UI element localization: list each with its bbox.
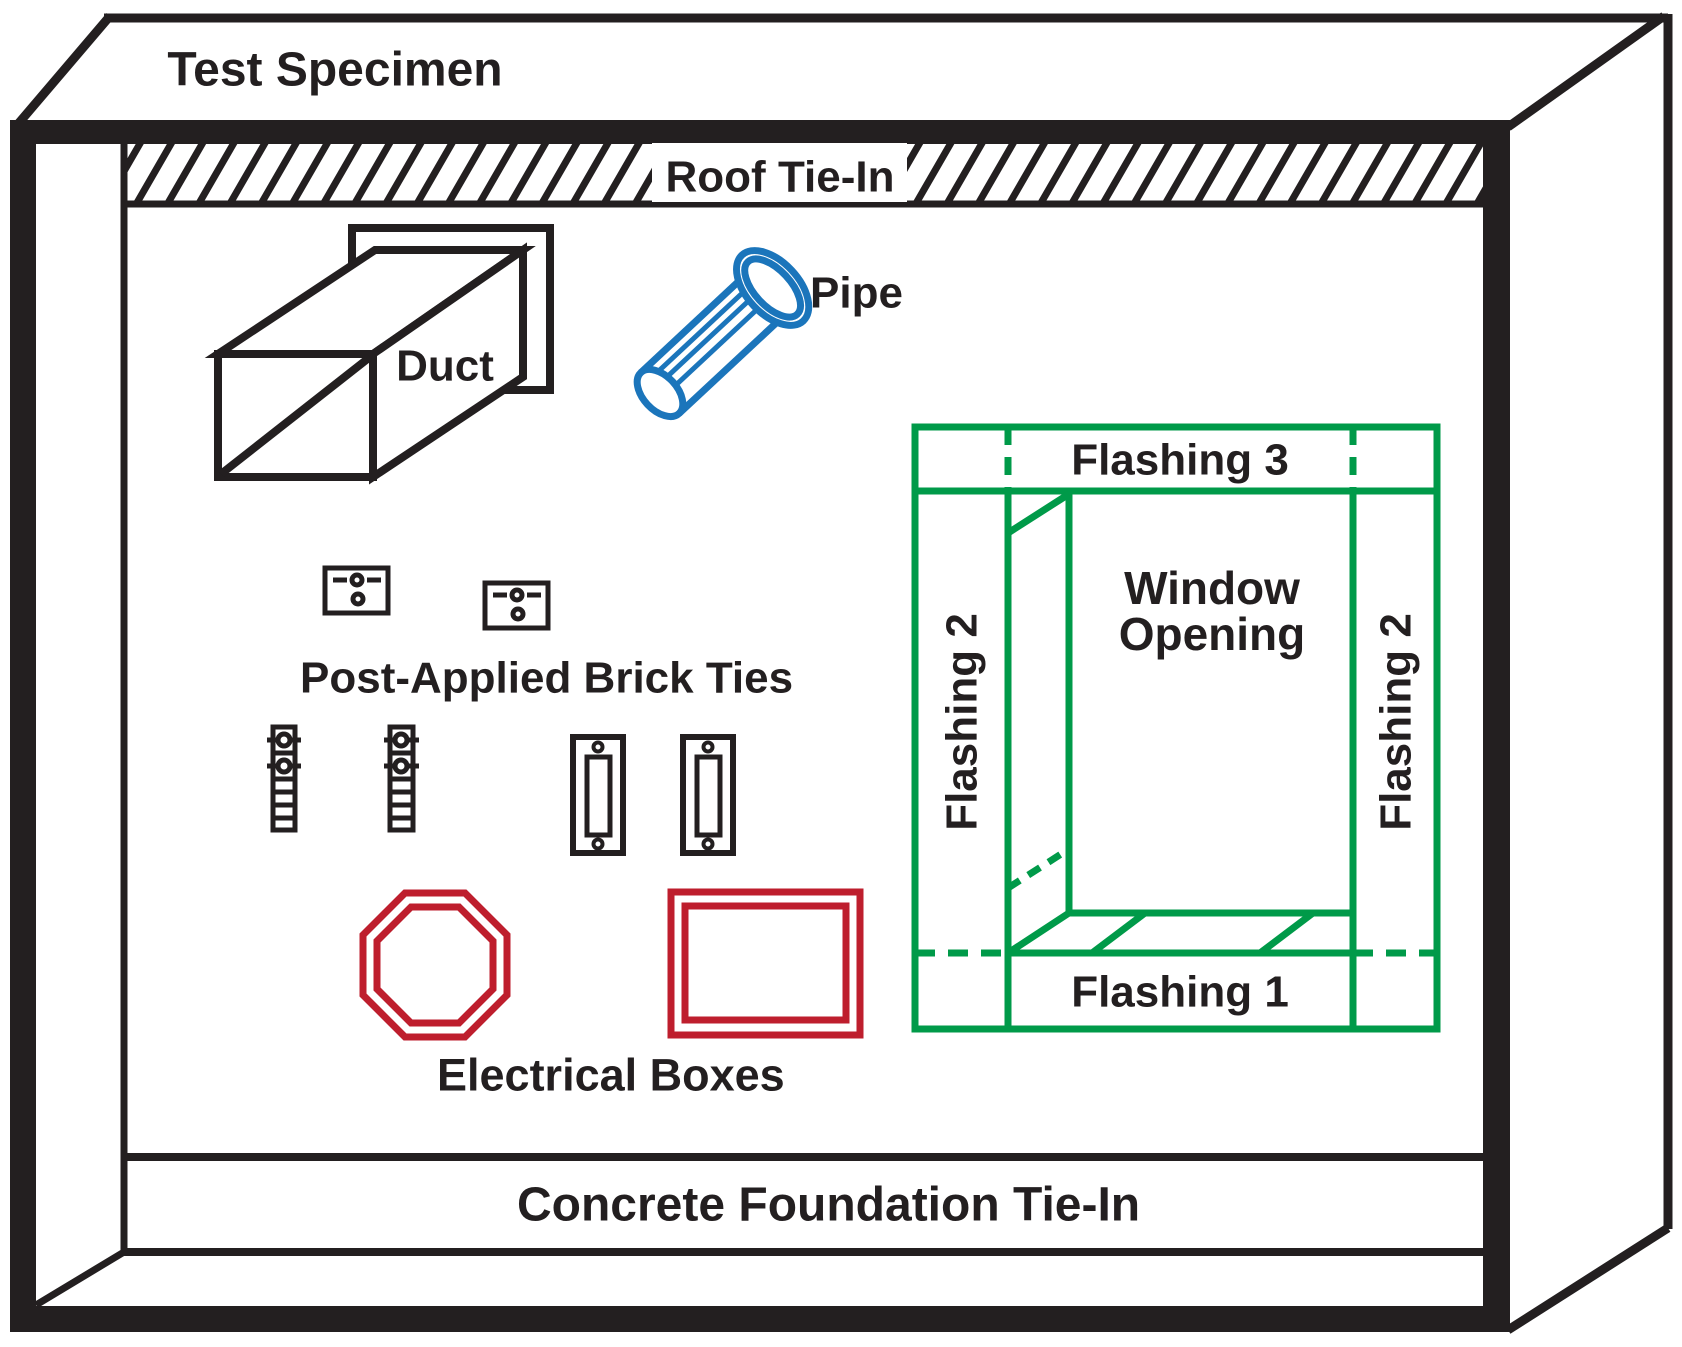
plate-tie-1-hole-bottom	[350, 591, 366, 607]
window-flashing-group	[911, 423, 1441, 1033]
pipe-top-edge	[638, 266, 755, 376]
electrical-boxes-group	[359, 888, 864, 1041]
slot-tie-2-slot	[694, 754, 723, 838]
brick-ties-group	[267, 565, 736, 856]
specimen-box-outline	[14, 12, 1673, 1334]
wall-bottom-left-diagonal	[34, 1249, 126, 1308]
slot-tie-2-hole-top	[701, 740, 715, 754]
flashing-3-label: Flashing 3	[1071, 436, 1289, 485]
box-top-right-diagonal	[1505, 12, 1667, 131]
frame-bar-top	[10, 120, 1510, 144]
rect-box-inner	[681, 902, 850, 1024]
duct-label: Duct	[396, 342, 494, 391]
slot-tie-2	[680, 734, 736, 856]
plate-tie-2	[482, 580, 551, 631]
ladder-tie-1	[267, 724, 301, 833]
slot-tie-1	[570, 734, 626, 856]
plate-tie-1	[322, 565, 391, 616]
flashing-2-right-label: Flashing 2	[1372, 613, 1421, 831]
window-opening-label-line1: Window	[1124, 562, 1300, 614]
plate-tie-1-hole-top	[349, 572, 365, 588]
ladder-tie-2-hole-2	[392, 757, 410, 775]
interior-lines	[34, 144, 1483, 1308]
slot-tie-1-slot	[584, 754, 613, 838]
duct-front-diagonal	[218, 353, 373, 478]
sill-mid-diagonal-1	[1089, 910, 1148, 956]
pipe-flange-outer	[733, 247, 813, 329]
pipe-rib-line-1	[648, 276, 760, 381]
frame-bar-bottom	[10, 1306, 1510, 1332]
jamb-top-diagonal	[1006, 491, 1071, 536]
octagon-box-inner	[373, 903, 497, 1027]
roof-tie-in-label: Roof Tie-In	[666, 153, 895, 202]
slot-tie-1-hole-bottom	[591, 837, 605, 851]
frame-bar-right	[1483, 120, 1510, 1332]
pipe-end-cap	[633, 365, 687, 421]
page-title: Test Specimen	[167, 44, 502, 97]
flashing-outer-frame	[911, 423, 1441, 1033]
front-frame-bars	[10, 120, 1510, 1332]
box-top-left-diagonal	[14, 13, 114, 127]
ladder-tie-2	[384, 724, 419, 833]
flashing-1-label: Flashing 1	[1071, 968, 1289, 1017]
rect-box-outer	[667, 888, 864, 1039]
frame-bar-left	[10, 120, 36, 1332]
roof-label-gap	[652, 143, 907, 202]
plate-tie-2-hole-top	[509, 587, 525, 603]
octagon-box-outer	[359, 889, 511, 1041]
foundation-tie-in-label: Concrete Foundation Tie-In	[517, 1179, 1140, 1232]
slot-tie-1-hole-top	[591, 740, 605, 754]
box-bottom-right-diagonal	[1505, 1224, 1671, 1334]
pipe-assembly	[633, 247, 813, 421]
ladder-tie-1-hole-1	[275, 731, 293, 749]
pipe-label: Pipe	[810, 269, 903, 318]
ladder-tie-2-hole-1	[392, 731, 410, 749]
sill-mid-diagonal-2	[1257, 910, 1316, 956]
pipe-bottom-edge	[676, 307, 793, 417]
roof-tie-in-band: Roof Tie-In	[124, 143, 1483, 202]
sill-left-diagonal	[1006, 910, 1071, 956]
slot-tie-2-hole-bottom	[701, 837, 715, 851]
plate-tie-2-hole-bottom	[510, 606, 526, 622]
pipe-body-group	[633, 247, 813, 421]
window-opening-label-line2: Opening	[1119, 608, 1306, 660]
duct-assembly	[204, 224, 554, 485]
brick-ties-label: Post-Applied Brick Ties	[300, 654, 793, 703]
jamb-bottom-diagonal-dashed	[1006, 846, 1071, 891]
electrical-boxes-label: Electrical Boxes	[437, 1050, 785, 1101]
flashing-2-left-label: Flashing 2	[938, 613, 987, 831]
pipe-flange-inner	[741, 255, 804, 321]
ladder-tie-1-hole-2	[275, 757, 293, 775]
